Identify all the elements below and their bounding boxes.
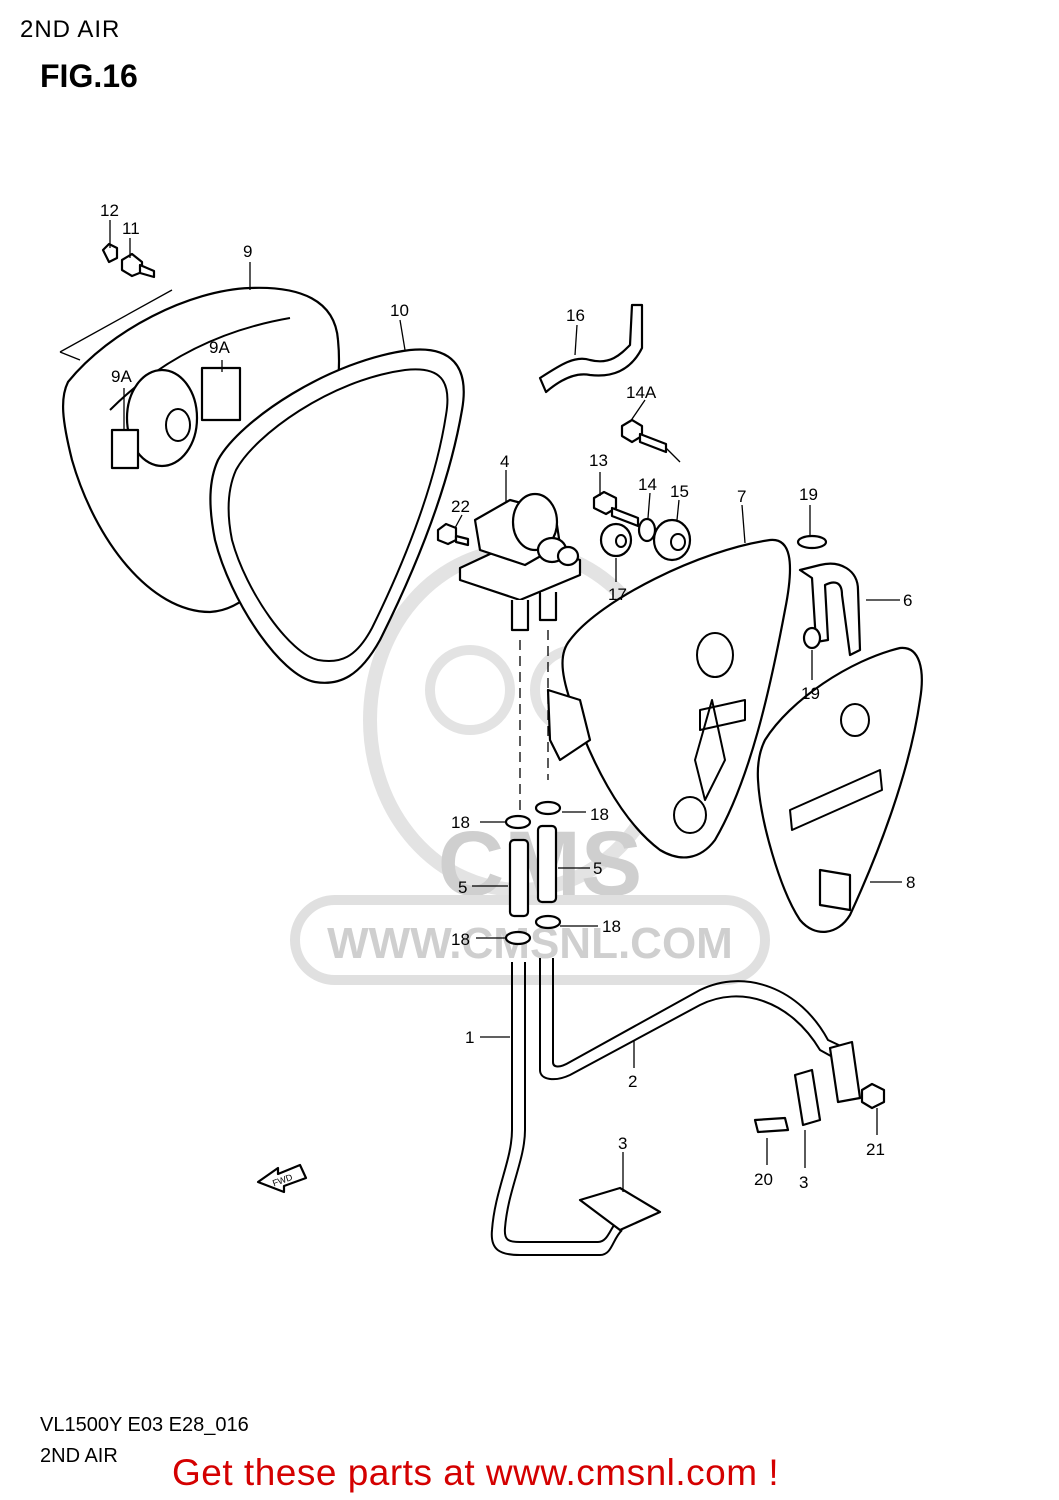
callout-21: 21 [866,1140,885,1159]
callout-15: 15 [670,482,689,501]
callout-19-upper: 19 [799,485,818,504]
footer-section-title: 2ND AIR [40,1445,118,1467]
cover-plate [756,646,923,934]
callout-5-left: 5 [458,878,467,897]
callout-11: 11 [122,219,140,238]
callout-13: 13 [589,451,608,470]
model-code: VL1500Y E03 E28_016 [40,1414,249,1436]
figure-label: FIG.16 [40,58,138,94]
callout-4: 4 [500,452,509,471]
callout-9: 9 [243,242,252,261]
callout-7: 7 [737,487,746,506]
callout-9a-upper: 9A [209,338,230,357]
air-pipes [490,958,862,1256]
callout-19-lower: 19 [801,684,820,703]
callout-14: 14 [638,475,657,494]
cover-screws [101,242,156,279]
gasket-right [793,1068,822,1127]
washers-grommets [599,517,692,562]
section-title: 2ND AIR [20,16,121,43]
callout-3-right: 3 [799,1173,808,1192]
callout-1: 1 [465,1028,474,1047]
callout-2: 2 [628,1072,637,1091]
callout-18-c: 18 [602,917,621,936]
callout-18-d: 18 [451,930,470,949]
forward-arrow: FWD [256,1163,308,1194]
watermark-url: WWW.CMSNL.COM [327,919,733,968]
callout-9a-lower: 9A [111,367,132,386]
callout-5-right: 5 [593,859,602,878]
leader-lines [109,220,902,1192]
callout-labels: 12 11 9 9A 9A 10 16 14A 4 13 14 15 22 7 … [100,201,915,1192]
connector-hoses [504,630,562,946]
callout-12: 12 [100,201,119,220]
callout-20: 20 [754,1170,773,1189]
callout-18-b: 18 [590,805,609,824]
drain-hose [796,534,862,657]
reed-valve-assembly [436,492,582,632]
air-cleaner-case [546,538,792,859]
callout-8: 8 [906,873,915,892]
callout-10: 10 [390,301,409,320]
cover-seal [209,348,465,684]
callout-18-a: 18 [451,813,470,832]
callout-6: 6 [903,591,912,610]
callout-3-lower: 3 [618,1134,627,1153]
breather-hose [538,303,644,394]
mounting-bolts [592,418,681,528]
callout-16: 16 [566,306,585,325]
callout-22: 22 [451,497,470,516]
callout-14a: 14A [626,383,657,402]
promo-link[interactable]: Get these parts at www.cmsnl.com ! [172,1452,780,1493]
gasket-lower [578,1186,662,1232]
stud-and-nut [753,1082,886,1134]
callout-17: 17 [608,585,627,604]
